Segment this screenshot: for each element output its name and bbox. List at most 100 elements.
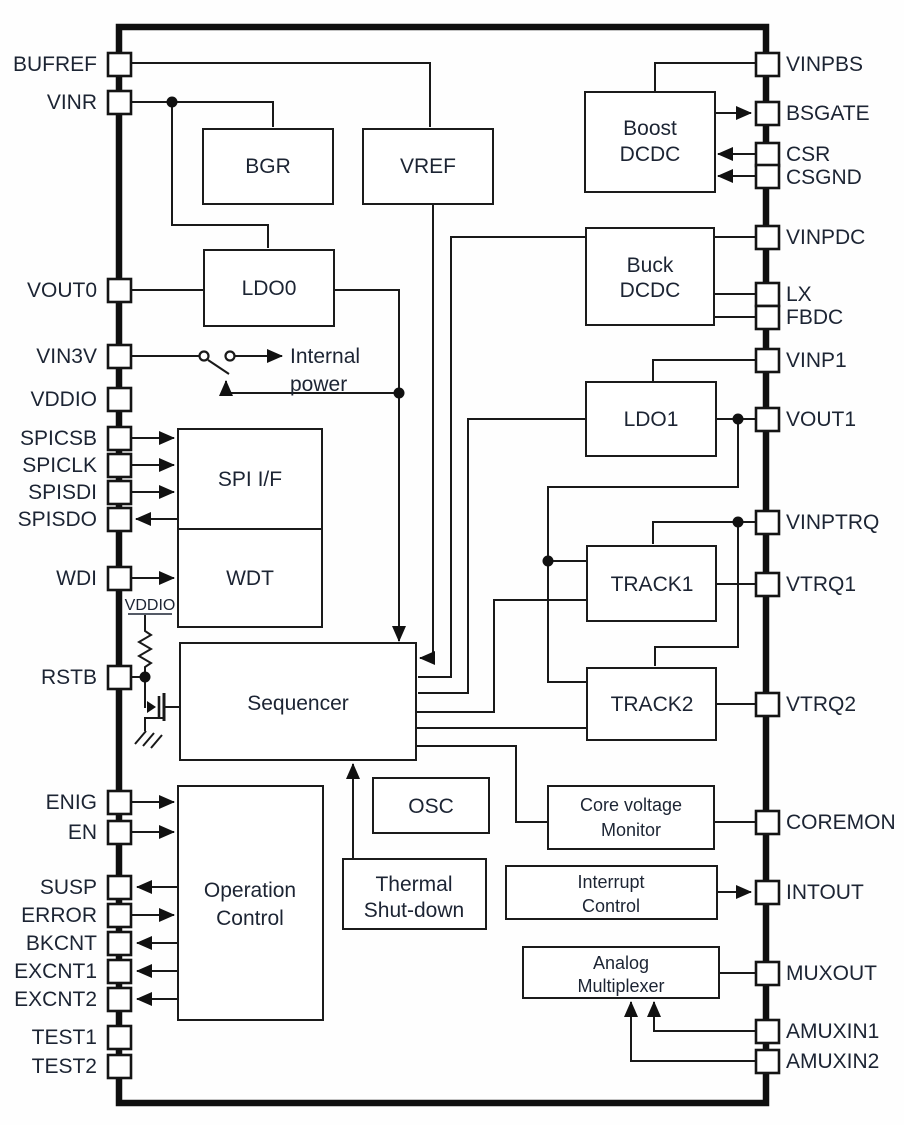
- left-pins: BUFREF VINR VOUT0 VIN3V VDDIO SPICSB SPI…: [13, 51, 133, 1080]
- pin-label-vddio: VDDIO: [30, 388, 97, 411]
- pin-vinptrq: [754, 509, 781, 536]
- pin-vin3v: [106, 343, 133, 370]
- block-ldo0-label: LDO0: [242, 277, 297, 300]
- block-osc: [372, 777, 490, 834]
- pin-label-vinpdc: VINPDC: [786, 226, 865, 249]
- block-analog-multiplexer: [522, 946, 720, 999]
- pin-vout0: [106, 277, 133, 304]
- pin-label-coremon: COREMON: [786, 811, 896, 834]
- pin-vinpbs: [754, 51, 781, 78]
- pin-label-vinpbs: VINPBS: [786, 53, 863, 76]
- pin-bkcnt: [106, 930, 133, 957]
- pin-spiclk: [106, 452, 133, 479]
- internal-power-label-2: power: [290, 373, 347, 396]
- wire-vinptrq-track1: [652, 521, 756, 544]
- pin-label-amuxin2: AMUXIN2: [786, 1050, 879, 1073]
- pin-fbdc: [754, 304, 781, 331]
- wire-amuxin1-amux: [647, 1001, 756, 1032]
- pin-label-vout0: VOUT0: [27, 279, 97, 302]
- block-boost-label1: Boost: [623, 117, 677, 140]
- pin-spisdo: [106, 506, 133, 533]
- block-thermal-shutdown: [342, 858, 487, 930]
- pin-coremon: [754, 809, 781, 836]
- wire-ldo1-sequencer: [418, 418, 586, 694]
- wire-vinr-ldo0: [171, 102, 269, 248]
- block-core-voltage-monitor: [547, 785, 715, 850]
- pin-enig: [106, 789, 133, 816]
- pin-vddio: [106, 386, 133, 413]
- vddio-pullup-resistor: [137, 615, 153, 708]
- pin-label-csr: CSR: [786, 143, 830, 166]
- pin-label-amuxin1: AMUXIN1: [786, 1020, 879, 1043]
- ground-symbol: [134, 730, 163, 749]
- switch-contact-left: [198, 350, 210, 362]
- block-boost-label2: DCDC: [620, 143, 681, 166]
- pin-label-excnt1: EXCNT1: [14, 960, 97, 983]
- block-track1: [586, 545, 717, 622]
- pin-label-vinp1: VINP1: [786, 349, 847, 372]
- pin-label-fbdc: FBDC: [786, 306, 843, 329]
- wire-sequencer-track1: [416, 599, 586, 713]
- pin-label-vtrq2: VTRQ2: [786, 693, 856, 716]
- block-thermal-label2: Shut-down: [364, 899, 464, 922]
- junction-track1-feed: [542, 555, 554, 567]
- block-opctl-label1: Operation: [204, 879, 296, 902]
- wire-vout1-track2: [547, 419, 739, 683]
- wire-internal-power-feed: [219, 380, 399, 396]
- pin-bufref: [106, 51, 133, 78]
- mosfet-gate-arrow: [147, 701, 156, 713]
- pin-wdi: [106, 565, 133, 592]
- pin-en: [106, 819, 133, 846]
- junction-vinptrq: [732, 516, 744, 528]
- pin-csr: [754, 141, 781, 168]
- pin-label-enig: ENIG: [46, 791, 97, 814]
- pin-excnt2: [106, 986, 133, 1013]
- wire-vinp1-ldo1: [652, 359, 756, 381]
- pin-label-spicsb: SPICSB: [20, 427, 97, 450]
- pin-muxout: [754, 960, 781, 987]
- block-opctl-label2: Control: [216, 907, 284, 930]
- pin-label-bsgate: BSGATE: [786, 102, 870, 125]
- block-amux-label1: Analog: [593, 953, 649, 973]
- wire-ldo0-sequencer: [334, 289, 406, 642]
- pin-label-spisdo: SPISDO: [18, 508, 97, 531]
- block-track2-label: TRACK2: [611, 693, 694, 716]
- block-spi-label: SPI I/F: [218, 468, 282, 491]
- pin-test1: [106, 1024, 133, 1051]
- block-buck-label2: DCDC: [620, 279, 681, 302]
- wire-sequencer-corevmon: [416, 745, 548, 823]
- block-track1-label: TRACK1: [611, 573, 694, 596]
- block-sequencer: [179, 642, 417, 761]
- pin-spisdi: [106, 479, 133, 506]
- wire-vref-sequencer: [419, 204, 435, 665]
- pin-label-vtrq1: VTRQ1: [786, 573, 856, 596]
- blocks: BGR VREF LDO0 Boost DCDC Buck DCDC LDO1 …: [177, 91, 720, 1021]
- pin-label-vout1: VOUT1: [786, 408, 856, 431]
- pin-label-test2: TEST2: [32, 1055, 97, 1078]
- pin-label-intout: INTOUT: [786, 881, 864, 904]
- pin-label-muxout: MUXOUT: [786, 962, 877, 985]
- pin-vtrq1: [754, 571, 781, 598]
- pin-label-csgnd: CSGND: [786, 166, 862, 189]
- pin-label-spisdi: SPISDI: [28, 481, 97, 504]
- pin-amuxin1: [754, 1018, 781, 1045]
- pin-vtrq2: [754, 691, 781, 718]
- block-ldo1: [585, 381, 717, 457]
- block-bgr-label: BGR: [245, 155, 291, 178]
- switch-contact-right: [224, 350, 236, 362]
- pin-error: [106, 902, 133, 929]
- pin-rstb: [106, 664, 133, 691]
- pin-vinp1: [754, 347, 781, 374]
- junction-vinr: [166, 96, 178, 108]
- block-buck-dcdc: [585, 227, 715, 326]
- pin-label-vin3v: VIN3V: [36, 345, 97, 368]
- chip-outline: [115, 23, 770, 1107]
- block-corevmon-label2: Monitor: [601, 820, 661, 840]
- pin-vinr: [106, 89, 133, 116]
- pin-label-en: EN: [68, 821, 97, 844]
- pin-susp: [106, 874, 133, 901]
- pin-label-spiclk: SPICLK: [22, 454, 97, 477]
- block-amux-label2: Multiplexer: [577, 976, 664, 996]
- block-spi-if: [177, 428, 323, 530]
